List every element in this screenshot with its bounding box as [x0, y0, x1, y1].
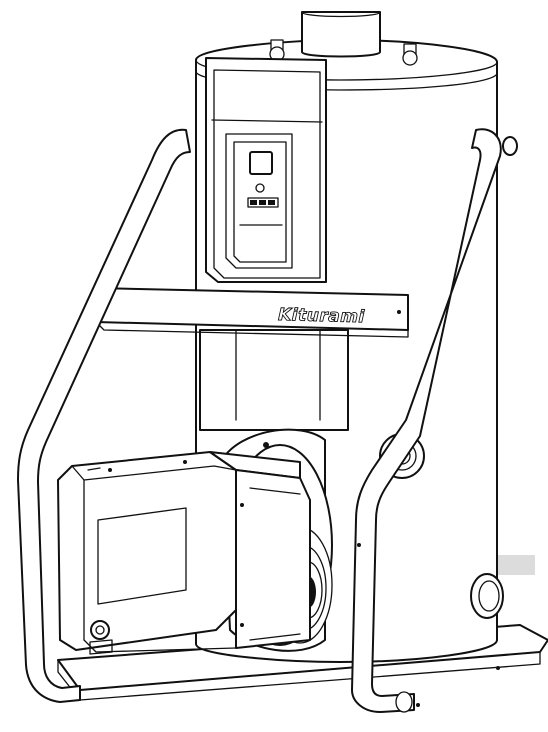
burner-unit	[57, 451, 311, 653]
support-column	[199, 329, 349, 431]
top-bolts	[269, 39, 418, 66]
lower-pipe-fitting	[470, 573, 504, 619]
control-panel	[225, 133, 293, 269]
tube-bracket	[395, 691, 413, 713]
flue-pipe	[301, 11, 381, 58]
brand-bar	[95, 287, 409, 338]
fuel-connector	[89, 620, 113, 655]
brand-logo: Kiturami	[278, 305, 366, 327]
tubular-frame	[17, 128, 518, 713]
